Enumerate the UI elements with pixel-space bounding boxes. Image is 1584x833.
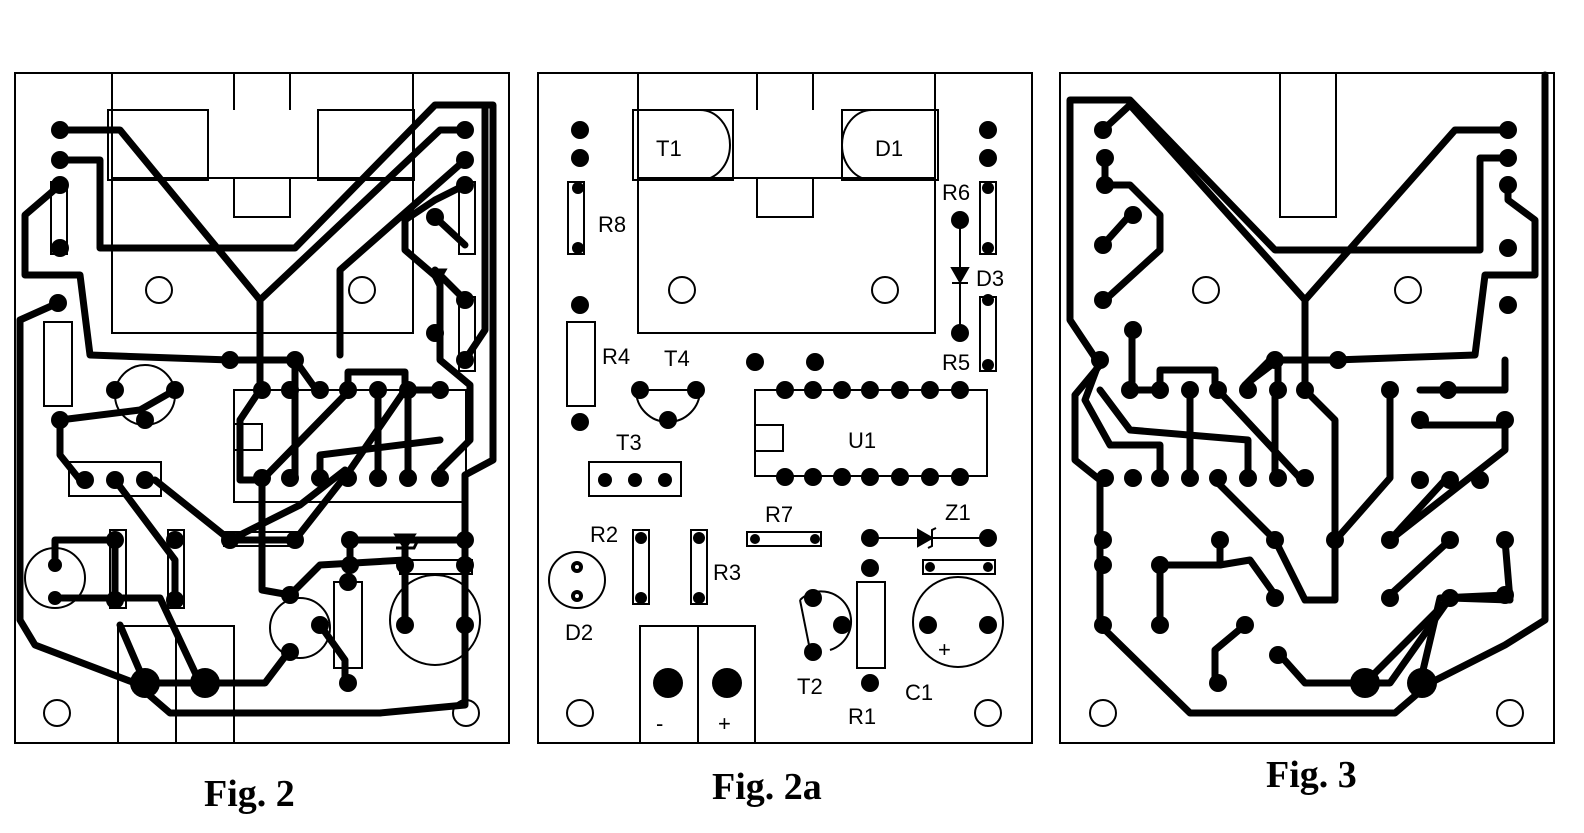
fig2a-outline <box>537 72 1033 744</box>
label-c1: C1 <box>905 680 933 705</box>
c1-polarity-label: + <box>938 637 951 662</box>
fig3-caption: Fig. 3 <box>1266 754 1357 796</box>
label-r8: R8 <box>598 212 626 237</box>
label-r1: R1 <box>848 704 876 729</box>
label-r6: R6 <box>942 180 970 205</box>
fig2-outline <box>14 72 510 744</box>
label-r3: R3 <box>713 560 741 585</box>
label-r5: R5 <box>942 350 970 375</box>
label-z1: Z1 <box>945 500 971 525</box>
label-u1: U1 <box>848 428 876 453</box>
fig3-outline <box>1059 72 1555 744</box>
fig2-caption: Fig. 2 <box>204 773 295 815</box>
label-d1: D1 <box>875 136 903 161</box>
label-r2: R2 <box>590 522 618 547</box>
terminal-plus-label: + <box>718 711 731 736</box>
fig2a-board: T1 D1 R6 D3 R8 R5 R4 T4 T3 U1 R7 Z1 R2 R… <box>537 72 1033 744</box>
label-t3: T3 <box>616 430 642 455</box>
label-d2: D2 <box>565 620 593 645</box>
fig2-board <box>14 72 510 744</box>
label-r4: R4 <box>602 344 630 369</box>
label-t2: T2 <box>797 674 823 699</box>
fig3-board <box>1059 71 1555 744</box>
label-t1: T1 <box>656 136 682 161</box>
label-d3: D3 <box>976 266 1004 291</box>
terminal-minus-label: - <box>656 711 663 736</box>
fig2a-caption: Fig. 2a <box>712 766 822 808</box>
label-r7: R7 <box>765 502 793 527</box>
label-t4: T4 <box>664 346 690 371</box>
